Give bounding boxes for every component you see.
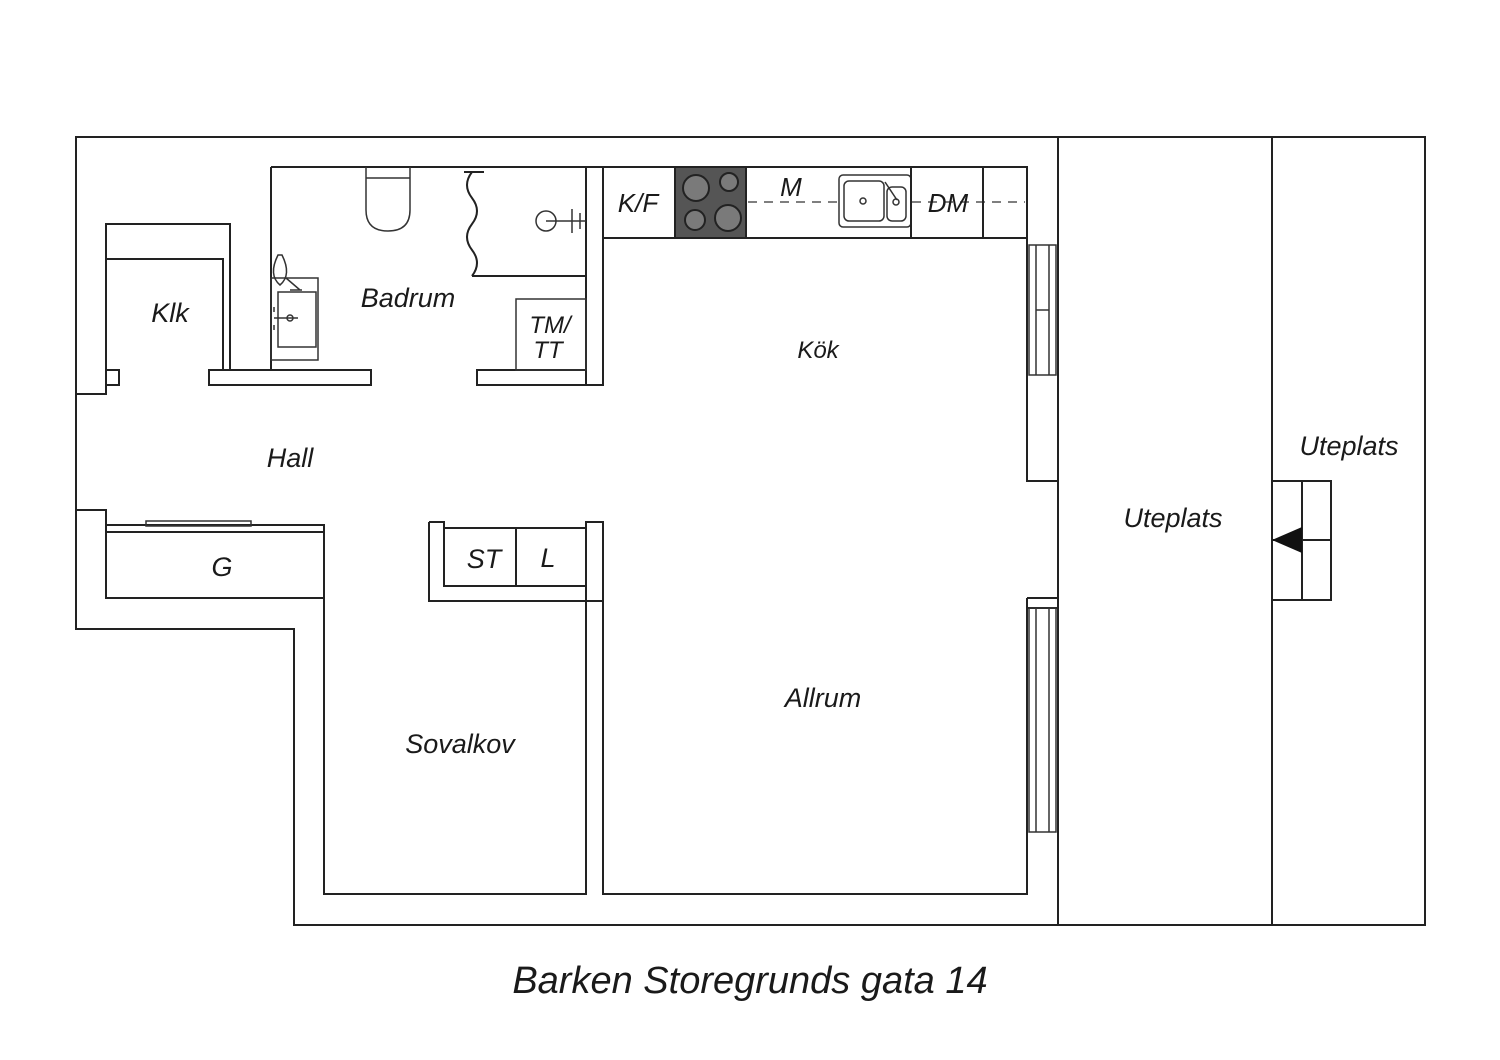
toilet-icon <box>365 167 411 232</box>
room-label-tm-tt: TM/ <box>529 312 573 339</box>
terrace-outline <box>1057 136 1426 926</box>
kitchen-living-wall <box>602 238 1028 895</box>
address-caption: Barken Storegrunds gata 14 <box>512 960 988 1002</box>
room-label-g: G <box>211 552 232 582</box>
kitchen-label-m: M <box>780 172 802 202</box>
stove-burner-icon <box>684 209 706 231</box>
east-wall-lower <box>1027 597 1059 609</box>
room-label-sovalkov: Sovalkov <box>405 729 516 759</box>
room-label-hall: Hall <box>267 443 315 473</box>
room-label-uteplats-inner: Uteplats <box>1123 503 1222 533</box>
east-wall-upper <box>1026 238 1058 482</box>
storage-st-l <box>428 521 604 602</box>
washer-box <box>515 298 587 371</box>
shower-tap-icon <box>546 209 586 233</box>
room-label-badrum: Badrum <box>361 283 456 313</box>
closet-inner <box>105 258 224 394</box>
room-label-tm-tt-2: TT <box>533 337 565 364</box>
room-label-kok: Kök <box>797 337 840 364</box>
wardrobe-g <box>76 509 325 599</box>
sovalkov-wall <box>323 598 587 895</box>
room-label-klk: Klk <box>151 298 190 328</box>
entrance-arrow-icon <box>1272 527 1302 553</box>
sink-icon <box>277 291 317 348</box>
stove-burner-icon <box>714 204 742 232</box>
room-label-uteplats-outer: Uteplats <box>1299 431 1398 461</box>
kitchen-label-dm: DM <box>928 188 969 218</box>
sink-tap-icon <box>273 307 298 330</box>
room-label-l: L <box>540 543 555 573</box>
kitchen-sink-basin-icon <box>886 186 907 222</box>
window-2 <box>1028 607 1057 833</box>
kitchen-sink-basin-icon <box>843 180 885 222</box>
kitchen-tap-icon <box>884 181 898 201</box>
window-1 <box>1028 244 1057 376</box>
wardrobe-rail <box>145 520 252 527</box>
kitchen-sink-drain-icon <box>892 198 900 206</box>
sink-cabinet <box>270 277 319 361</box>
kitchen-label-kf: K/F <box>618 188 661 218</box>
kitchen-sink-icon <box>838 174 912 228</box>
room-label-st: ST <box>467 544 504 574</box>
stove-burner-icon <box>682 174 710 202</box>
bath-fixture-icon <box>272 254 302 291</box>
kitchen-sink-drain-icon <box>859 197 867 205</box>
shower-screen-icon <box>464 171 586 277</box>
stove-burner-icon <box>719 172 739 192</box>
room-label-allrum: Allrum <box>783 683 862 713</box>
